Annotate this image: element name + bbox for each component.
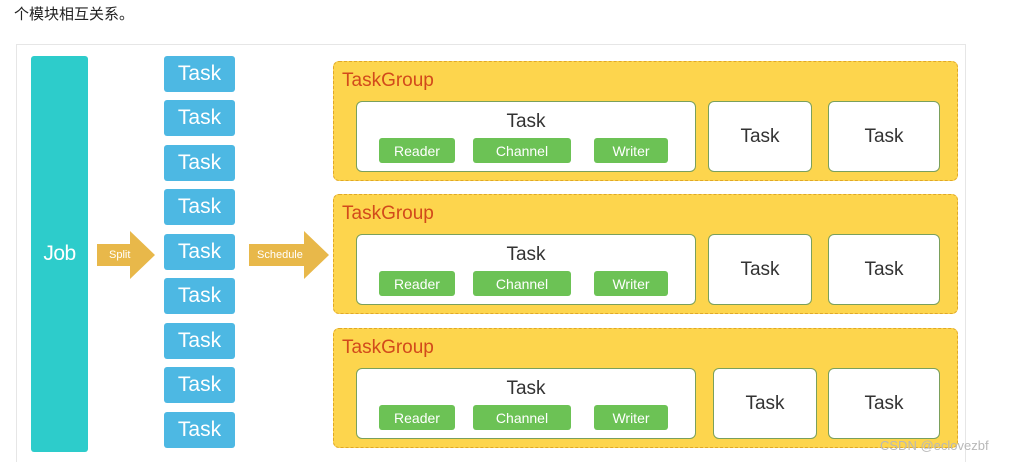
writer-pill: Writer [594,138,668,163]
reader-pill: Reader [379,405,455,430]
split-task: Task [164,278,235,314]
writer-pill: Writer [594,405,668,430]
reader-pill: Reader [379,138,455,163]
split-task: Task [164,145,235,181]
split-arrow: Split [97,231,155,279]
split-task: Task [164,412,235,448]
taskgroup: TaskGroup Task Reader Channel Writer Tas… [333,194,958,314]
split-task: Task [164,100,235,136]
writer-pill: Writer [594,271,668,296]
diagram-frame [16,44,966,462]
taskgroup: TaskGroup Task Reader Channel Writer Tas… [333,61,958,181]
taskgroup-title: TaskGroup [342,70,434,91]
task-box: Task [828,368,940,439]
schedule-arrow: Schedule [249,231,329,279]
task-label: Task [506,244,546,265]
job-block: Job [31,56,88,452]
watermark: CSDN @eclovezbf [880,438,989,453]
task-box: Task [708,101,812,172]
channel-pill: Channel [473,405,571,430]
schedule-label: Schedule [257,249,303,261]
caption-text: 个模块相互关系。 [14,5,135,23]
split-task: Task [164,323,235,359]
task-box: Task [828,234,940,305]
task-label: Task [506,378,546,399]
split-task: Task [164,189,235,225]
channel-pill: Channel [473,138,571,163]
channel-pill: Channel [473,271,571,296]
taskgroup: TaskGroup Task Reader Channel Writer Tas… [333,328,958,448]
task-box: Task [713,368,817,439]
split-label: Split [109,249,131,261]
task-label: Task [506,111,546,132]
task-box: Task [828,101,940,172]
split-task: Task [164,56,235,92]
split-task: Task [164,234,235,270]
task-pipeline-box: Task Reader Channel Writer [356,234,696,305]
reader-pill: Reader [379,271,455,296]
taskgroup-title: TaskGroup [342,337,434,358]
split-task: Task [164,367,235,403]
task-box: Task [708,234,812,305]
task-pipeline-box: Task Reader Channel Writer [356,368,696,439]
task-pipeline-box: Task Reader Channel Writer [356,101,696,172]
taskgroup-title: TaskGroup [342,203,434,224]
